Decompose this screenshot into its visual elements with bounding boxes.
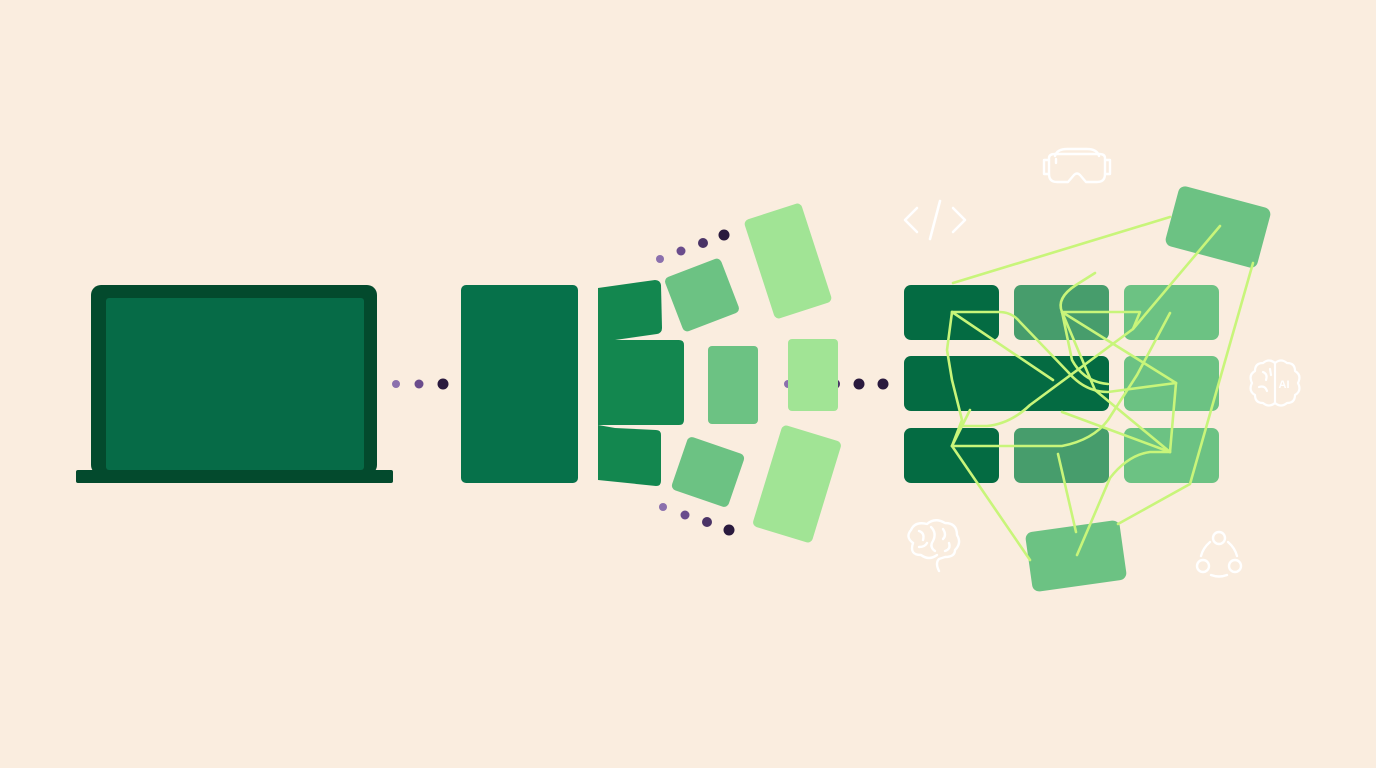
network-edge: [1056, 452, 1078, 534]
laptop-screen: [106, 298, 364, 470]
data-block: [461, 285, 578, 483]
share-network-icon: [1195, 530, 1243, 578]
network-node: [1025, 520, 1127, 592]
data-tile: [708, 346, 758, 424]
connector-dot: [659, 503, 667, 511]
data-tile: [671, 437, 745, 507]
grid-cell: [1124, 285, 1219, 340]
connector-dot: [718, 229, 730, 241]
data-tile: [665, 258, 739, 332]
connector-dot: [676, 246, 686, 256]
connector-dot: [414, 379, 424, 389]
network-edge: [1060, 310, 1178, 385]
network-edge: [1060, 310, 1172, 454]
network-edge: [950, 310, 1055, 382]
connector-dot: [437, 378, 449, 390]
connector-dot: [702, 517, 712, 527]
connector-dot: [723, 524, 735, 536]
ai-label: AI: [1279, 379, 1290, 391]
vr-headset-icon: [1042, 147, 1112, 184]
network-edge: [950, 444, 1032, 562]
connector-dot: [698, 238, 708, 248]
split-block-middle: [598, 340, 684, 425]
network-edge: [950, 408, 972, 448]
network-edge: [1060, 310, 1110, 386]
laptop-icon: [76, 285, 393, 483]
source-block: [461, 285, 578, 483]
laptop-base: [76, 470, 393, 483]
split-block-top: [598, 280, 662, 340]
connector-dot: [392, 380, 400, 388]
data-tile: [788, 339, 838, 411]
code-icon: [903, 199, 967, 241]
connector-dot: [877, 378, 889, 390]
grid-cell: [904, 428, 999, 483]
grid-cell: [904, 356, 1109, 411]
connector-dot: [853, 378, 865, 390]
connector-dot: [680, 510, 690, 520]
network-edge: [960, 224, 1222, 428]
network-edge: [950, 311, 1172, 448]
network-edge: [1116, 261, 1255, 526]
network-edge: [945, 310, 964, 448]
network-edges: [945, 215, 1255, 562]
connector-dot: [656, 255, 664, 263]
scattered-tiles: [665, 203, 841, 543]
network-edge: [1060, 310, 1142, 331]
grid-cell: [1014, 428, 1109, 483]
data-tile: [744, 203, 832, 319]
brain-icon: [907, 519, 961, 573]
network-edge: [1059, 271, 1097, 314]
data-tile: [753, 425, 841, 543]
ai-brain-icon: AI: [1249, 359, 1301, 407]
split-block-bottom: [598, 425, 661, 486]
network-edge: [951, 215, 1172, 285]
split-block: [598, 280, 684, 486]
network-edge: [1075, 450, 1172, 557]
